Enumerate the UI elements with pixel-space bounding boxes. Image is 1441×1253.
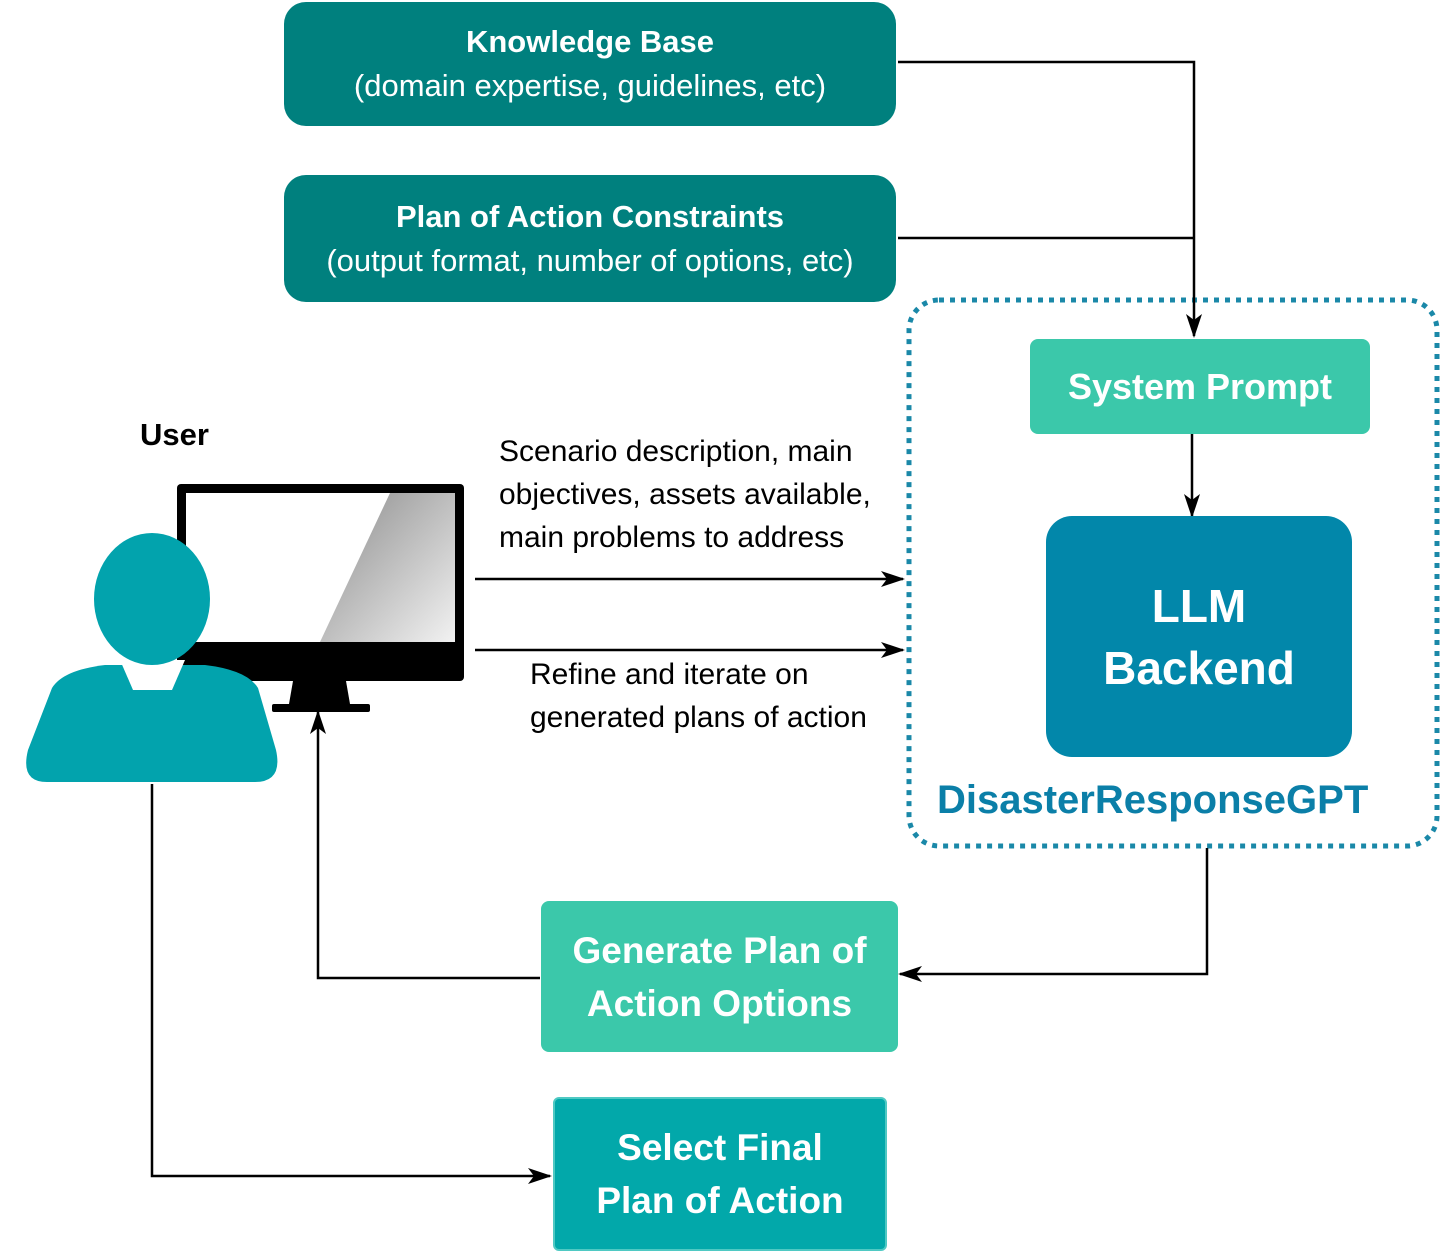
refine-line: generated plans of action xyxy=(530,701,867,734)
system-name-label: DisasterResponseGPT xyxy=(937,778,1369,822)
connector-user-to-select xyxy=(150,784,552,1184)
connector-system-to-generate xyxy=(898,848,1209,982)
knowledge-base-subtitle: (domain expertise, guidelines, etc) xyxy=(353,68,827,103)
system-prompt-box: System Prompt xyxy=(1030,339,1370,434)
user-label: User xyxy=(140,417,209,452)
constraints-box: Plan of Action Constraints (output forma… xyxy=(284,175,896,302)
llm-backend-line2: Backend xyxy=(1103,641,1295,694)
knowledge-base-box: Knowledge Base (domain expertise, guidel… xyxy=(284,2,896,126)
constraints-subtitle: (output format, number of options, etc) xyxy=(326,242,854,278)
refine-line: Refine and iterate on xyxy=(530,658,809,691)
constraints-title: Plan of Action Constraints xyxy=(395,198,785,234)
generate-options-box: Generate Plan of Action Options xyxy=(541,901,898,1052)
scenario-input-line: main problems to address xyxy=(499,521,845,554)
select-final-plan-box: Select Final Plan of Action xyxy=(553,1097,887,1251)
scenario-input-line: objectives, assets available, xyxy=(499,478,871,511)
refine-text: Refine and iterate on generated plans of… xyxy=(530,653,867,739)
scenario-input-line: Scenario description, main xyxy=(499,435,853,468)
scenario-input-text: Scenario description, main objectives, a… xyxy=(499,430,871,559)
llm-backend-box: LLM Backend xyxy=(1046,516,1352,757)
connector-knowledge-to-prompt xyxy=(898,60,1202,338)
computer-monitor-icon xyxy=(177,484,464,712)
system-prompt-label: System Prompt xyxy=(1067,366,1333,407)
select-final-line1: Select Final xyxy=(617,1127,823,1168)
user-person-icon xyxy=(26,533,278,782)
knowledge-base-title: Knowledge Base xyxy=(465,24,715,59)
system-container-border xyxy=(906,297,1440,849)
select-final-line2: Plan of Action xyxy=(596,1180,844,1221)
generate-options-line2: Action Options xyxy=(586,982,853,1024)
generate-options-line1: Generate Plan of xyxy=(572,929,867,971)
llm-backend-line1: LLM xyxy=(1151,579,1247,632)
connector-generate-to-user xyxy=(310,710,540,980)
